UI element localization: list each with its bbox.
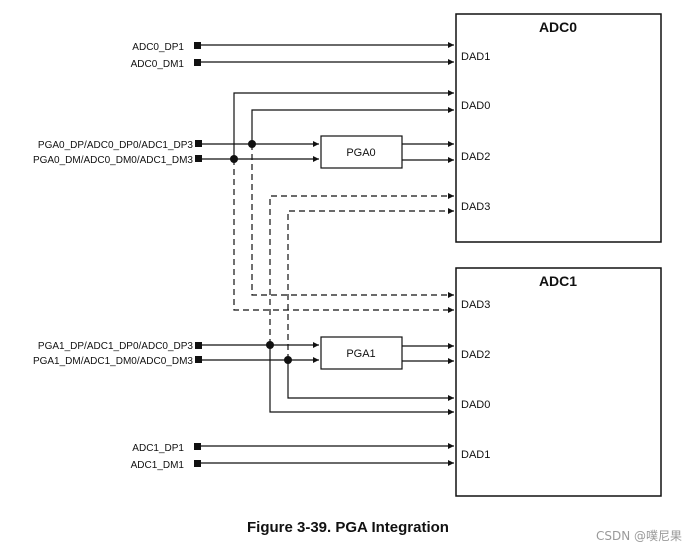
adc1-dad0-label: DAD0	[461, 399, 490, 411]
pin-square-pga1-dm	[195, 356, 202, 363]
pin-label-pga0-dm: PGA0_DM/ADC0_DM0/ADC1_DM3	[33, 155, 193, 166]
junction-pga1-dp	[266, 341, 274, 349]
pin-markers	[194, 42, 202, 467]
adc1-dad1-label: DAD1	[461, 449, 490, 461]
watermark: CSDN @噗尼果	[595, 529, 682, 543]
dashed-pga0-dm-to-adc1-dad3	[233, 159, 454, 313]
pin-label-adc1-dm1: ADC1_DM1	[131, 460, 185, 471]
pga-integration-diagram: ADC0 DAD1 DAD0 DAD2 DAD3 ADC1 DAD3 DAD2 …	[33, 13, 662, 497]
pin-label-adc0-dm1: ADC0_DM1	[131, 59, 185, 70]
junction-pga0-dm	[230, 155, 238, 163]
adc0-dad2-label: DAD2	[461, 151, 490, 163]
dashed-wires	[233, 144, 454, 360]
adc1-title: ADC1	[539, 273, 577, 289]
wire-pga0-dp-to-dad0	[251, 107, 454, 144]
adc1-dad2-label: DAD2	[461, 349, 490, 361]
pin-label-pga1-dm: PGA1_DM/ADC1_DM0/ADC0_DM3	[33, 356, 193, 367]
adc1-dad3-label: DAD3	[461, 299, 490, 311]
adc1-block	[455, 267, 662, 497]
dashed-pga0-dp-to-adc1-dad3	[251, 144, 454, 298]
wire-pga1-dp-to-dad0	[269, 345, 454, 415]
pin-square-pga0-dp	[195, 140, 202, 147]
junction-pga1-dm	[284, 356, 292, 364]
pin-label-adc0-dp1: ADC0_DP1	[132, 42, 184, 53]
pin-square-adc1-dp1	[194, 443, 201, 450]
pin-label-adc1-dp1: ADC1_DP1	[132, 443, 184, 454]
pin-square-adc1-dm1	[194, 460, 201, 467]
pga0-block	[320, 135, 403, 169]
pin-square-adc0-dp1	[194, 42, 201, 49]
adc0-block	[455, 13, 662, 243]
pin-square-pga0-dm	[195, 155, 202, 162]
adc0-dad0-label: DAD0	[461, 100, 490, 112]
dashed-pga1-dp-to-adc0-dad3	[269, 193, 454, 345]
pin-square-adc0-dm1	[194, 59, 201, 66]
wire-pga0-dm-to-dad0	[233, 90, 454, 159]
junction-dots	[230, 140, 292, 364]
solid-wires	[201, 42, 454, 466]
pga1-label: PGA1	[346, 348, 375, 360]
pin-label-pga0-dp: PGA0_DP/ADC0_DP0/ADC1_DP3	[38, 140, 194, 151]
figure-caption: Figure 3-39. PGA Integration	[247, 519, 449, 536]
adc0-dad1-label: DAD1	[461, 51, 490, 63]
pin-square-pga1-dp	[195, 342, 202, 349]
wire-pga1-dm-to-dad0	[287, 360, 454, 401]
pga0-label: PGA0	[346, 147, 375, 159]
junction-pga0-dp	[248, 140, 256, 148]
adc0-dad3-label: DAD3	[461, 201, 490, 213]
pin-label-pga1-dp: PGA1_DP/ADC1_DP0/ADC0_DP3	[38, 341, 194, 352]
adc0-title: ADC0	[539, 19, 577, 35]
pga1-block	[320, 336, 403, 370]
